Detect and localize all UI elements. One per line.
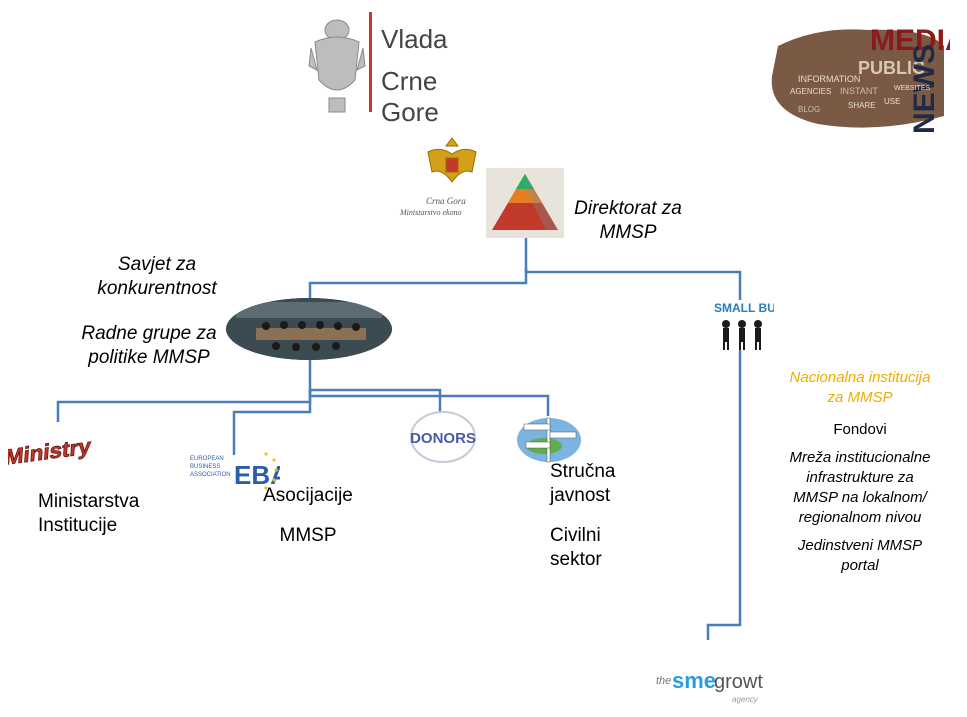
council-line2: konkurentnost (97, 278, 217, 299)
svg-text:PUBLIC: PUBLIC (858, 58, 925, 78)
media-word: MEDIA (870, 24, 950, 57)
connector-top-split-right (524, 268, 742, 300)
signpost-globe-image (514, 414, 584, 464)
meeting-room-image (226, 298, 392, 360)
ministry-logo-line1: Crna Gora (426, 196, 466, 206)
ministries-line2: Institucije (38, 515, 118, 536)
associations-line1: Asocijacije (263, 485, 353, 506)
associations-line2: MMSP (279, 525, 337, 546)
connector-to-eba (232, 390, 312, 455)
ministry-3d-logo: Ministry (4, 422, 100, 470)
svg-text:WEBSITES: WEBSITES (894, 85, 931, 92)
sme-growth-growth: growth (714, 671, 764, 693)
coat-of-arms-icon (308, 19, 366, 113)
svg-text:ASSOCIATION: ASSOCIATION (190, 472, 231, 478)
portal-line2: portal (841, 557, 879, 574)
experts-line4: sektor (550, 549, 602, 570)
funds-label: Fondovi (833, 421, 887, 438)
ministries-label: Ministarstva Institucije (38, 490, 188, 538)
sme-growth-sme: sme (672, 668, 716, 693)
ministry-logo-line2: Ministarstvo ekono (400, 208, 462, 217)
portal-line1: Jedinstveni MMSP (797, 537, 923, 554)
council-line1: Savjet za (117, 254, 197, 275)
national-institution-title-line2: za MMSP (827, 389, 893, 406)
experts-line3: Civilni (550, 525, 601, 546)
small-business-logo-text: SMALL BUSINESS (714, 301, 774, 315)
experts-line2: javnost (550, 485, 611, 506)
svg-text:BUSINESS: BUSINESS (190, 464, 220, 470)
svg-text:NEWS: NEWS (908, 44, 941, 134)
associations-label: Asocijacije MMSP (246, 484, 370, 548)
directorate-line2: MMSP (599, 222, 657, 243)
network-line2: infrastrukture za (806, 469, 914, 486)
council-label: Savjet za konkurentnost (60, 253, 254, 301)
sme-growth-logo: the sme growth agency (654, 650, 774, 712)
connector-to-ministries (56, 390, 312, 422)
sme-growth-suffix: agency (732, 695, 759, 704)
network-line4: regionalnom nivou (798, 509, 922, 526)
working-groups-label: Radne grupe za politike MMSP (52, 322, 246, 370)
svg-text:AGENCIES: AGENCIES (790, 87, 831, 96)
network-line1: Mreža institucionalne (789, 449, 931, 466)
sme-growth-prefix: the (656, 675, 671, 687)
connector-to-donors (310, 388, 442, 412)
working-groups-line1: Radne grupe za (81, 323, 217, 344)
donors-logo: DONORS (408, 410, 478, 464)
national-institution-title: Nacionalna institucija za MMSP (760, 368, 960, 408)
directorate-line1: Direktorat za (574, 198, 682, 219)
eagle-emblem-icon (427, 137, 477, 183)
svg-text:INFORMATION: INFORMATION (798, 74, 860, 84)
small-business-image: SMALL BUSINESS (712, 296, 820, 352)
eba-logo-small: EUROPEAN (190, 456, 224, 462)
gov-logo-line1: Vlada (381, 24, 448, 54)
ministry-3d-text: Ministry (8, 434, 92, 470)
ministries-line1: Ministarstva (38, 491, 140, 512)
ministry-logo: Crna Gora Ministarstvo ekono (388, 122, 518, 222)
connector-top-split-left (308, 268, 528, 302)
network-line3: MMSP na lokalnom/ (793, 489, 927, 506)
donors-logo-text: DONORS (410, 430, 476, 447)
svg-text:SHARE: SHARE (848, 101, 876, 110)
gov-logo-line2: Crne Gore (381, 66, 439, 127)
svg-text:USE: USE (884, 97, 900, 106)
pyramid-image (486, 168, 564, 238)
svg-text:BLOG: BLOG (798, 105, 820, 114)
connector-right-vertical (706, 350, 742, 640)
directorate-label: Direktorat za MMSP (564, 197, 692, 245)
eba-logo-big: EBA (234, 460, 280, 490)
connector-to-experts (308, 390, 550, 416)
national-institution-block: Nacionalna institucija za MMSP Fondovi M… (760, 368, 960, 576)
eba-logo: EUROPEAN BUSINESS ASSOCIATION EBA (188, 448, 289, 494)
national-institution-title-line1: Nacionalna institucija (789, 369, 931, 386)
experts-line1: Stručna (550, 461, 616, 482)
experts-label: Stručna javnost Civilni sektor (550, 460, 670, 572)
svg-text:INSTANT: INSTANT (840, 86, 878, 96)
government-logo: Vlada Crne Gore (305, 8, 475, 127)
media-wordcloud-image: MEDIA PUBLIC NEWS INFORMATION AGENCIES I… (758, 16, 950, 134)
portal-label: Jedinstveni MMSP portal (760, 536, 960, 576)
working-groups-line2: politike MMSP (88, 347, 210, 368)
network-label: Mreža institucionalne infrastrukture za … (760, 448, 960, 528)
